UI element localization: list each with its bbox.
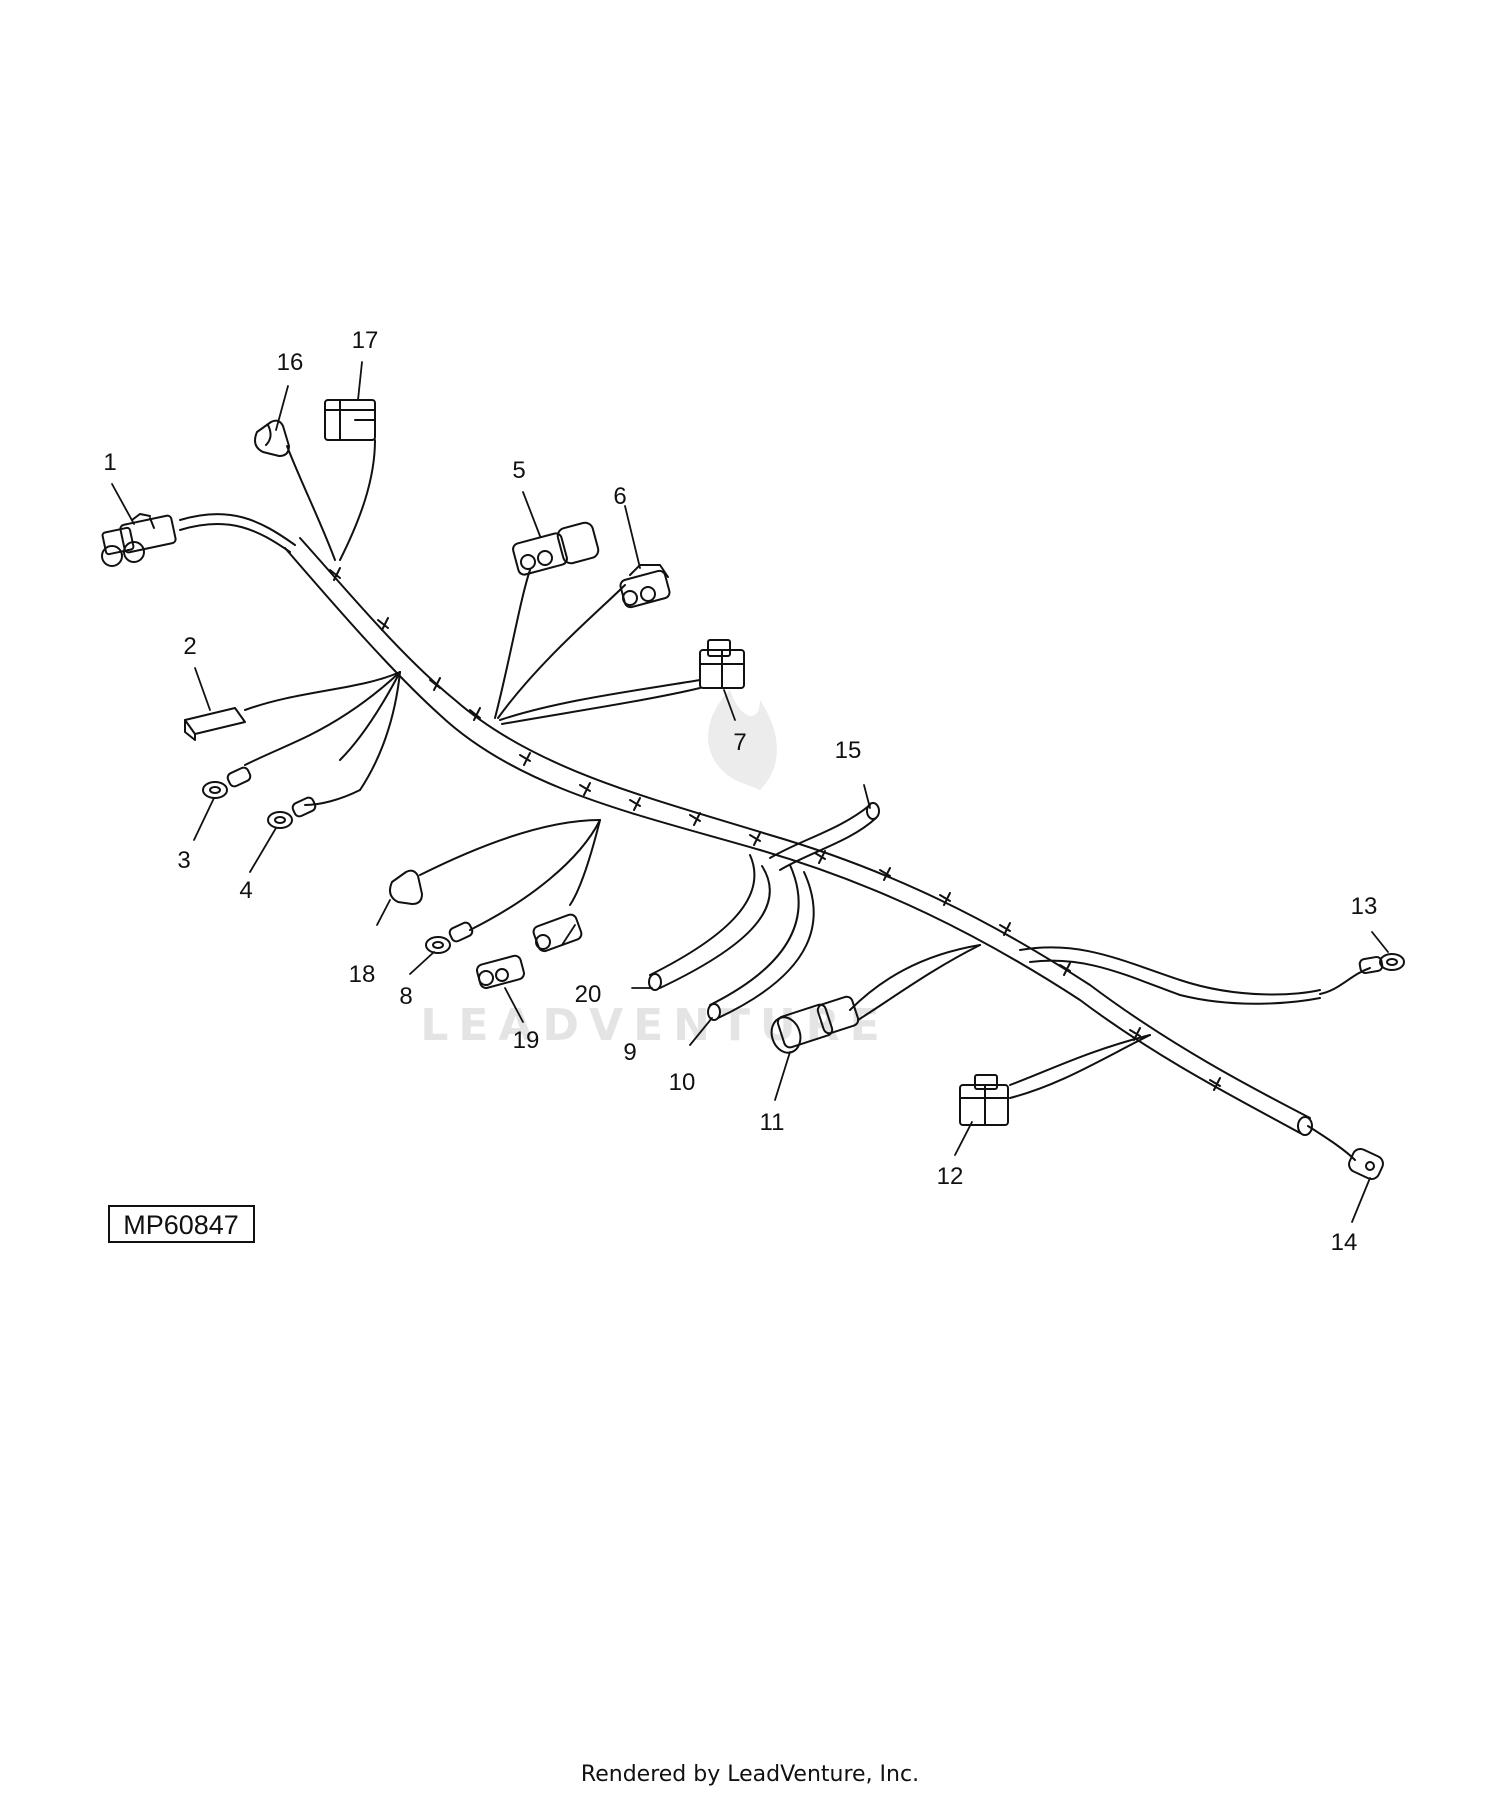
callout-6: 6 (613, 483, 626, 510)
main-harness-trunk (284, 537, 1313, 1136)
callout-8: 8 (399, 983, 412, 1010)
callout-labels: 1 2 3 4 5 6 7 8 9 10 11 12 13 14 15 16 1… (103, 327, 1377, 1256)
callout-18: 18 (349, 961, 376, 988)
leader-lines (111, 361, 1389, 1223)
callout-1: 1 (103, 449, 116, 476)
callout-10: 10 (669, 1069, 696, 1096)
sleeve-branch-13 (1019, 946, 1371, 1005)
callout-19: 19 (513, 1027, 540, 1054)
callout-20: 20 (575, 981, 602, 1008)
terminal-8 (425, 921, 474, 954)
connector-7 (699, 639, 745, 689)
callout-4: 4 (239, 877, 252, 904)
callout-17: 17 (352, 327, 379, 354)
sleeve-branch-10 (707, 864, 815, 1021)
branch-wires-18-8-20 (419, 819, 601, 931)
callout-14: 14 (1331, 1229, 1358, 1256)
callout-2: 2 (183, 633, 196, 660)
terminal-13 (1358, 953, 1405, 975)
connector-11 (770, 995, 860, 1054)
branch-wires-2-3-4 (244, 671, 401, 806)
callout-11: 11 (760, 1109, 785, 1136)
branch-wires-11 (849, 944, 981, 1021)
figure-id-box: MP60847 (108, 1205, 255, 1243)
sleeve-branch-9 (648, 854, 771, 991)
connector-2 (184, 707, 246, 741)
watermark: LEADVENTURE (420, 690, 880, 1051)
callout-16: 16 (277, 349, 304, 376)
callout-12: 12 (937, 1163, 964, 1190)
connector-16 (254, 419, 290, 457)
connector-12 (959, 1074, 1009, 1126)
figure-id: MP60847 (123, 1210, 239, 1240)
callout-3: 3 (177, 847, 190, 874)
callout-15: 15 (835, 737, 862, 764)
callout-7: 7 (733, 729, 746, 756)
connector-18 (389, 869, 423, 905)
connector-6 (619, 564, 671, 609)
terminal-3 (202, 766, 252, 799)
callout-9: 9 (623, 1039, 636, 1066)
terminal-14 (1307, 1125, 1384, 1181)
branch-wires-16-17 (286, 439, 376, 561)
connector-20 (532, 913, 583, 953)
branch-connector-1 (101, 513, 296, 567)
footer-credit: Rendered by LeadVenture, Inc. (580, 1762, 920, 1787)
branch-wires-12 (1009, 1034, 1151, 1099)
callout-5: 5 (512, 457, 525, 484)
callout-13: 13 (1351, 893, 1378, 920)
branch-wires-5-6-7 (494, 569, 701, 725)
sleeve-branch-15 (769, 802, 880, 871)
watermark-flame-icon (708, 690, 777, 790)
connector-5 (512, 521, 600, 576)
connector-19 (475, 954, 525, 989)
connector-17 (324, 399, 376, 441)
terminal-4 (267, 796, 317, 829)
